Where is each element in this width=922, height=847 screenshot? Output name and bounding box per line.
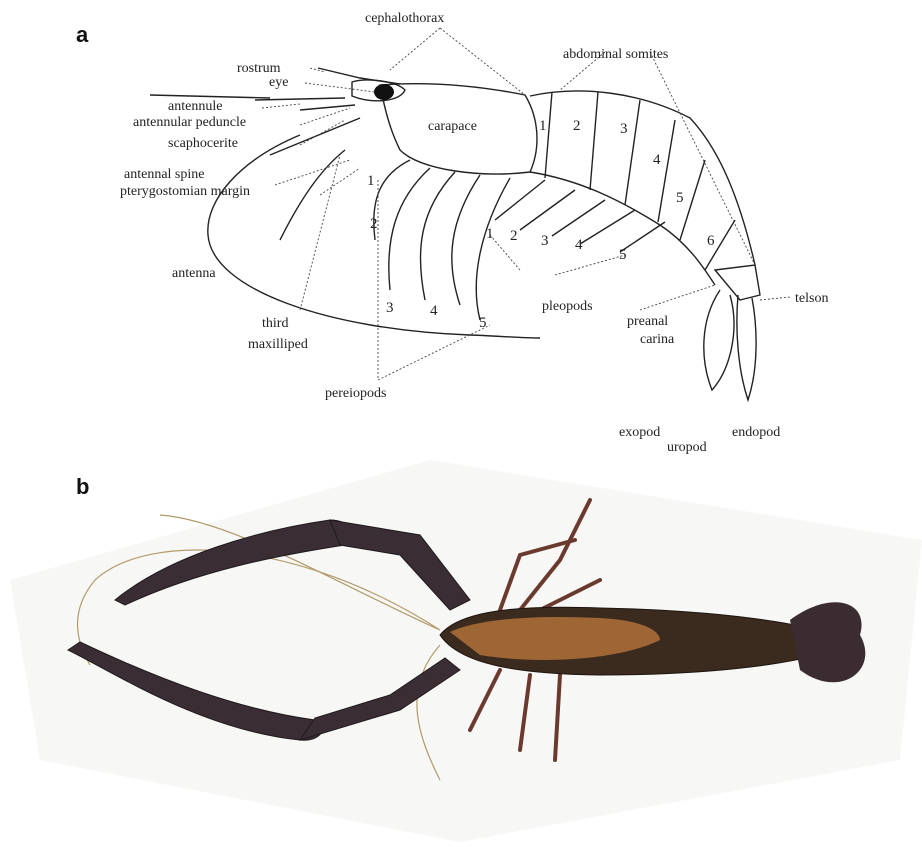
pleopod-number-1: 1 (486, 226, 494, 242)
pereiopod-number-4: 4 (430, 303, 438, 319)
abdomen-dorsal (530, 91, 755, 265)
label-carapace: carapace (428, 119, 477, 134)
pereiopod-number-3: 3 (386, 300, 394, 316)
eye-spot (374, 84, 394, 100)
exopod-shape (704, 290, 734, 390)
label-carina: carina (640, 332, 675, 347)
label-antenna: antenna (172, 266, 216, 281)
label-pterygostomian-margin: pterygostomian margin (120, 184, 250, 199)
third-maxilliped-shape (280, 150, 345, 240)
label-endopod: endopod (732, 425, 780, 440)
label-eye: eye (269, 75, 288, 90)
photo-svg (0, 460, 922, 842)
label-antennal-spine: antennal spine (124, 167, 204, 182)
pereiopod-number-1: 1 (367, 173, 375, 189)
shrimp-photograph (0, 460, 922, 842)
label-scaphocerite: scaphocerite (168, 136, 238, 151)
somite-number-4: 4 (653, 152, 661, 168)
somite-number-5: 5 (676, 190, 684, 206)
label-antennule: antennule (168, 99, 222, 114)
telson-shape (715, 265, 760, 300)
pleopod-number-2: 2 (510, 228, 518, 244)
label-pleopods: pleopods (542, 299, 593, 314)
diagram-svg: cephalothorax abdominal somites rostrum … (0, 0, 922, 455)
leader-lines (262, 28, 790, 380)
tail-fan (790, 602, 865, 682)
shrimp-anatomy-diagram: cephalothorax abdominal somites rostrum … (0, 0, 922, 455)
label-third: third (262, 316, 288, 331)
label-uropod: uropod (667, 440, 707, 455)
label-exopod: exopod (619, 425, 660, 440)
pleopod-number-3: 3 (541, 233, 549, 249)
somite-number-2: 2 (573, 118, 581, 134)
antenna-whip (150, 95, 270, 98)
somite-number-6: 6 (707, 233, 715, 249)
somite-number-1: 1 (539, 118, 547, 134)
pereiopod-number-2: 2 (370, 216, 378, 232)
label-antennular-peduncle: antennular peduncle (133, 115, 246, 130)
endopod-shape (737, 295, 756, 400)
pleopod-number-5: 5 (619, 247, 627, 263)
label-telson: telson (795, 291, 828, 306)
label-pereiopods: pereiopods (325, 386, 386, 401)
abdomen-ventral (530, 172, 715, 285)
somite-number-3: 3 (620, 121, 628, 137)
label-rostrum: rostrum (237, 61, 281, 76)
label-abdominal-somites: abdominal somites (563, 47, 668, 62)
pleopod-number-4: 4 (575, 237, 583, 253)
pereiopod-number-5: 5 (479, 315, 487, 331)
label-maxilliped: maxilliped (248, 337, 308, 352)
label-cephalothorax: cephalothorax (365, 11, 444, 26)
label-preanal: preanal (627, 314, 668, 329)
